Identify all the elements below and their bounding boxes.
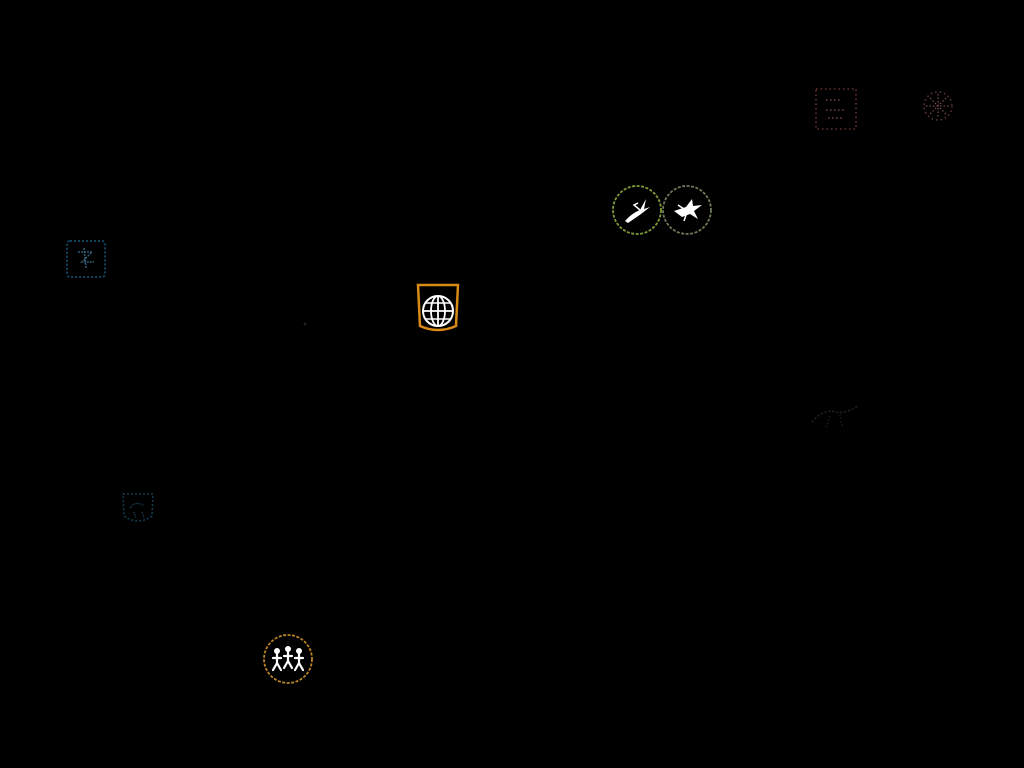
dotted-square-icon xyxy=(815,88,857,130)
unit-dragon-circle[interactable] xyxy=(610,183,664,237)
map-marker-dot xyxy=(302,321,308,327)
running-figures-circle-icon xyxy=(263,634,313,684)
globe-shield-icon xyxy=(416,283,460,332)
unit-dotted-square[interactable] xyxy=(812,86,860,134)
horseman-square-icon xyxy=(122,493,154,522)
unit-stickman-square[interactable] xyxy=(64,238,110,282)
shadow-creature-icon xyxy=(811,405,859,429)
dragon-circle-icon xyxy=(612,185,662,235)
bird-circle-icon xyxy=(662,185,712,235)
unit-horseman-square[interactable] xyxy=(118,488,158,528)
unit-bird-circle[interactable] xyxy=(660,183,714,237)
dotted-starburst-icon xyxy=(923,91,953,121)
unit-running-figures-circle[interactable] xyxy=(261,632,315,686)
dot-icon xyxy=(303,322,307,326)
unit-dotted-starburst[interactable] xyxy=(918,86,958,126)
stickman-square-icon xyxy=(66,240,106,278)
unit-shadow-creature[interactable] xyxy=(806,394,868,436)
unit-globe-shield[interactable] xyxy=(414,282,462,336)
